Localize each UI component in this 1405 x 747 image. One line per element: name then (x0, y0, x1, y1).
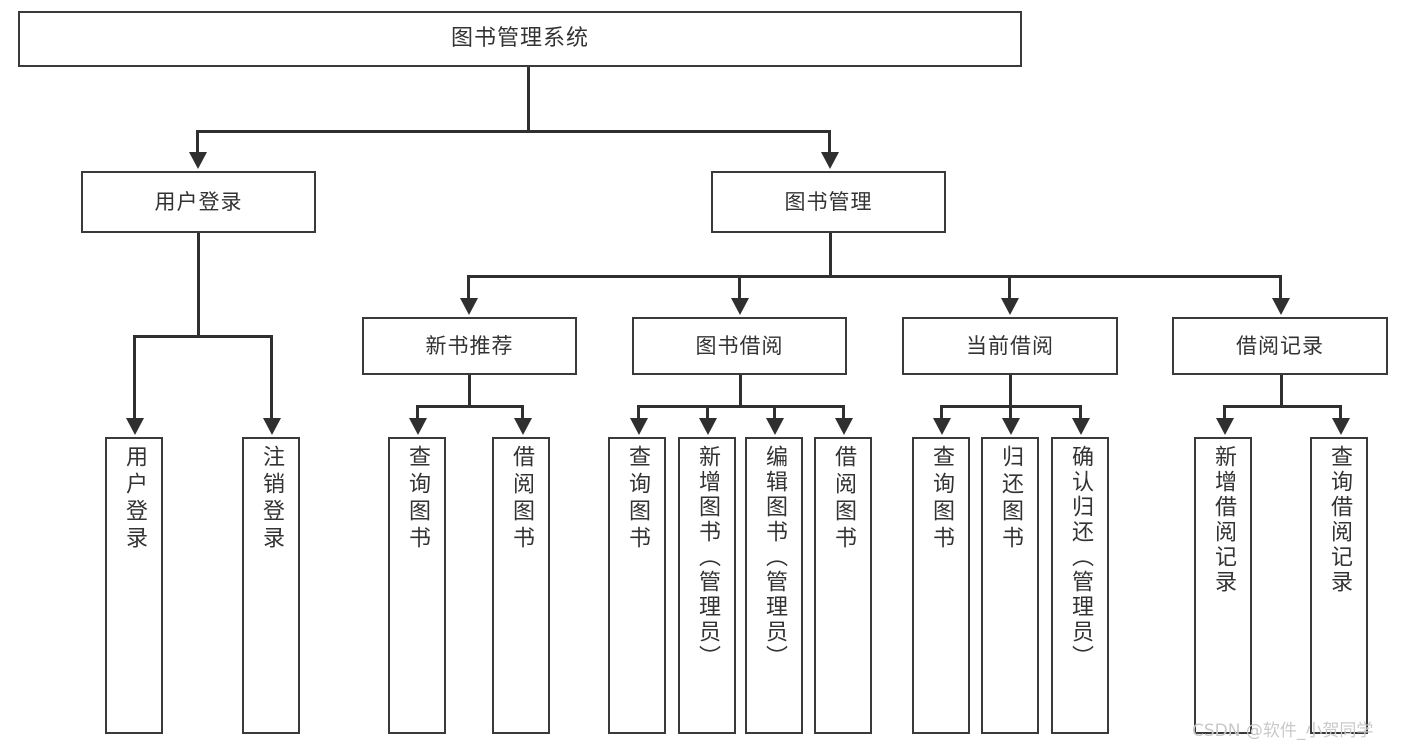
node-label: 用户登录 (122, 445, 147, 553)
leaf-current-borrow-query-books[interactable]: 查询图书 (912, 437, 970, 734)
leaf-new-book-query-books[interactable]: 查询图书 (388, 437, 446, 734)
node-label: 用户登录 (154, 189, 243, 214)
connector-current-borrow-drop-3 (1079, 405, 1082, 419)
connector-borrow-record-stem (1280, 375, 1283, 405)
node-label: 图书管理系统 (450, 26, 589, 52)
connector-book-management-drop-1 (467, 275, 470, 299)
connector-root-to-user-login (196, 130, 199, 153)
leaf-new-book-borrow-books[interactable]: 借阅图书 (492, 437, 550, 734)
arrow-root-to-user-login (189, 152, 207, 169)
arrow-new-book-2 (514, 418, 532, 435)
connector-book-borrow-drop-3 (773, 405, 776, 419)
arrow-root-to-book-management (821, 152, 839, 169)
node-label: 借阅图书 (509, 445, 534, 553)
arrow-user-login-2 (263, 418, 281, 435)
connector-book-management-bus (467, 275, 1280, 278)
connector-root-stem (527, 67, 530, 130)
leaf-borrow-record-query-record[interactable]: 查询借阅记录 (1310, 437, 1368, 734)
connector-root-bus (196, 130, 829, 133)
arrow-current-borrow-1 (933, 418, 951, 435)
node-label: 查询图书 (625, 445, 650, 553)
connector-book-borrow-stem (739, 375, 742, 405)
arrow-book-management-2 (731, 298, 749, 315)
node-label: 图书管理 (784, 189, 873, 214)
node-label: 图书借阅 (695, 333, 784, 358)
leaf-borrow-record-add-record[interactable]: 新增借阅记录 (1194, 437, 1252, 734)
connector-new-book-drop-1 (416, 405, 419, 419)
arrow-book-borrow-4 (835, 418, 853, 435)
node-new-book-recommendation[interactable]: 新书推荐 (362, 317, 577, 375)
node-label: 查询借阅记录 (1327, 445, 1352, 595)
arrow-book-management-3 (1001, 298, 1019, 315)
arrow-book-management-4 (1272, 298, 1290, 315)
connector-user-login-drop-1 (133, 335, 136, 419)
connector-borrow-record-drop-2 (1339, 405, 1342, 419)
connector-book-borrow-bus (637, 405, 842, 408)
node-current-borrow[interactable]: 当前借阅 (902, 317, 1118, 375)
arrow-book-borrow-1 (630, 418, 648, 435)
node-borrow-record[interactable]: 借阅记录 (1172, 317, 1388, 375)
arrow-borrow-record-1 (1216, 418, 1234, 435)
connector-book-management-drop-4 (1279, 275, 1282, 299)
node-label: 新书推荐 (425, 333, 514, 358)
node-label: 查询图书 (929, 445, 954, 553)
arrow-user-login-1 (126, 418, 144, 435)
connector-root-to-book-management (828, 130, 831, 153)
connector-new-book-bus (416, 405, 521, 408)
connector-book-borrow-drop-2 (706, 405, 709, 419)
node-label: 归还图书 (998, 445, 1023, 553)
node-label: 当前借阅 (966, 333, 1054, 358)
node-book-management[interactable]: 图书管理 (711, 171, 946, 233)
leaf-book-borrow-borrow-books[interactable]: 借阅图书 (814, 437, 872, 734)
connector-user-login-bus (133, 335, 271, 338)
leaf-user-login-logout[interactable]: 注销登录 (242, 437, 300, 734)
node-label: 确认归还（管理员） (1068, 445, 1093, 670)
node-label: 查询图书 (405, 445, 430, 553)
arrow-current-borrow-3 (1072, 418, 1090, 435)
connector-book-borrow-drop-1 (637, 405, 640, 419)
leaf-user-login-login[interactable]: 用户登录 (105, 437, 163, 734)
connector-book-management-drop-2 (738, 275, 741, 299)
node-label: 编辑图书（管理员） (762, 445, 787, 670)
node-label: 新增图书（管理员） (695, 445, 720, 670)
connector-book-management-stem (829, 233, 832, 275)
arrow-borrow-record-2 (1332, 418, 1350, 435)
connector-borrow-record-bus (1223, 405, 1339, 408)
connector-book-management-drop-3 (1008, 275, 1011, 299)
connector-borrow-record-drop-1 (1223, 405, 1226, 419)
connector-user-login-stem (197, 233, 200, 335)
connector-current-borrow-drop-1 (940, 405, 943, 419)
arrow-new-book-1 (409, 418, 427, 435)
arrow-book-management-1 (460, 298, 478, 315)
node-user-login[interactable]: 用户登录 (81, 171, 316, 233)
leaf-book-borrow-add-book-admin[interactable]: 新增图书（管理员） (678, 437, 736, 734)
node-root-book-management-system[interactable]: 图书管理系统 (18, 11, 1022, 67)
connector-new-book-drop-2 (521, 405, 524, 419)
leaf-book-borrow-edit-book-admin[interactable]: 编辑图书（管理员） (745, 437, 803, 734)
leaf-book-borrow-query-books[interactable]: 查询图书 (608, 437, 666, 734)
node-label: 借阅图书 (831, 445, 856, 553)
connector-current-borrow-stem (1009, 375, 1012, 405)
node-book-borrow[interactable]: 图书借阅 (632, 317, 847, 375)
connector-new-book-stem (468, 375, 471, 405)
node-label: 注销登录 (259, 445, 284, 553)
node-label: 新增借阅记录 (1211, 445, 1236, 595)
connector-book-borrow-drop-4 (842, 405, 845, 419)
node-label: 借阅记录 (1236, 333, 1324, 358)
leaf-current-borrow-confirm-return-admin[interactable]: 确认归还（管理员） (1051, 437, 1109, 734)
arrow-current-borrow-2 (1002, 418, 1020, 435)
arrow-book-borrow-3 (766, 418, 784, 435)
leaf-current-borrow-return-books[interactable]: 归还图书 (981, 437, 1039, 734)
connector-user-login-drop-2 (270, 335, 273, 419)
connector-current-borrow-drop-2 (1009, 405, 1012, 419)
arrow-book-borrow-2 (699, 418, 717, 435)
